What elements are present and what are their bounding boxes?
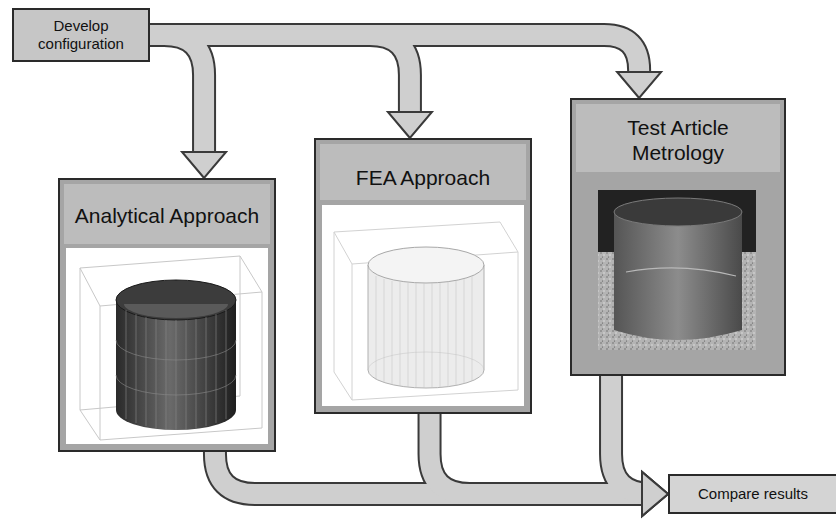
frame-fill [570,98,786,376]
mesh-top [368,247,484,283]
analytical-cylinder [116,280,236,430]
analytical-frame [58,178,276,452]
block-arrow-fill [150,35,410,112]
plot-box-side [80,268,262,440]
result-box: Compare results [668,474,836,514]
mesh-lines [368,276,484,388]
connector-fills [150,35,651,494]
node-title: FEA Approach [316,165,530,190]
plot-panel [66,248,268,444]
photo-rim [614,198,742,226]
cylinder-top [116,280,236,320]
arrow-head [388,112,432,138]
plot-box-edge [100,306,101,440]
approach-panel: Analytical Approach [58,178,276,452]
analytical-plot [80,256,262,440]
start-box: Develop configuration [12,8,150,62]
arrow-head [182,152,226,178]
block-arrow-fill [150,35,204,152]
connector-heads [182,72,668,516]
connector-outlines [150,35,651,494]
test-frame [570,98,786,376]
arrow-head [642,472,668,516]
photo-floor [598,190,756,350]
block-arrow-fill [150,35,639,72]
node-title: Compare results [670,485,836,503]
frame-fill [314,138,532,414]
block-arrow [150,35,204,152]
arrow-head [617,72,661,98]
cylinder-inner [124,304,228,318]
fea-frame [314,138,532,414]
fea-cylinder [368,247,484,388]
photo-weld [626,268,736,276]
node-title: Test Article Metrology [572,115,784,165]
plot-box-side [334,232,518,400]
frame-fill [58,178,276,452]
fea-plot [334,222,518,400]
arrow-head [642,472,668,516]
node-title: Develop configuration [14,17,148,53]
node-title: Analytical Approach [60,203,274,228]
arrow-head [642,472,668,516]
approach-panel: FEA Approach [314,138,532,414]
cylinder-mesh [116,310,236,430]
test-photo [598,190,756,350]
plot-box-edge [352,264,353,400]
photo-cylinder [614,212,742,340]
metrology-panel: Test Article Metrology [570,98,786,376]
plot-panel [322,205,524,406]
